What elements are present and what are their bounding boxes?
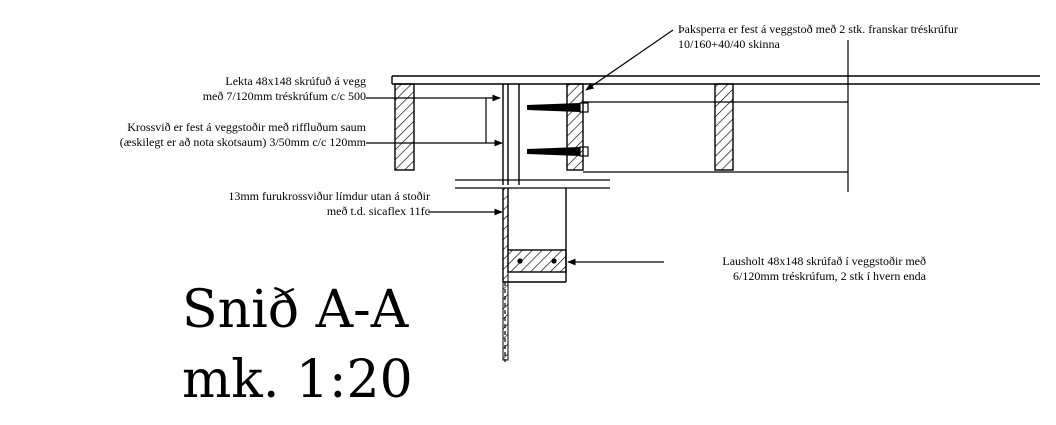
rafter-hatched-member [566, 83, 584, 171]
break-lines [455, 179, 610, 189]
note-rafter: Þaksperra er fest á veggstoð með 2 stk. … [678, 22, 958, 52]
note-pine-plywood: 13mm furukrossviður límdur utan á stoðir… [228, 189, 430, 219]
leader-plywood-nailing [366, 98, 503, 147]
note-pine-plywood-line1: 13mm furukrossviður límdur utan á stoðir [228, 189, 430, 203]
blocking-hatched-member [714, 83, 734, 171]
note-loose-member: Lausholt 48x148 skrúfað í veggstoðir með… [722, 254, 926, 284]
leader-rafter [585, 29, 674, 91]
note-plywood-nailing-line2: (æskilegt er að nota skotsaum) 3/50mm c/… [119, 135, 366, 149]
screw-upper [527, 102, 589, 113]
note-loose-member-line2: 6/120mm tréskrúfum, 2 stk í hvern enda [733, 269, 926, 283]
batten-hatched-member [394, 83, 415, 171]
note-plywood-nailing: Krossvið er fest á veggstoðir með rifflu… [120, 120, 366, 150]
drawing-scale: mk. 1:20 [182, 350, 413, 410]
ceiling-beam [391, 75, 1040, 85]
note-plywood-nailing-line1: Krossvið er fest á veggstoðir með rifflu… [127, 120, 366, 134]
note-batten-line1: Lekta 48x148 skrúfuð á vegg [225, 74, 366, 88]
note-batten-line2: með 7/120mm tréskrúfum c/c 500 [202, 89, 366, 103]
note-rafter-line2: 10/160+40/40 skinna [678, 37, 780, 51]
drawing-title: Snið A-A [182, 280, 409, 340]
screw-lower [527, 146, 589, 157]
wall-stud-upper [502, 84, 520, 185]
note-batten: Lekta 48x148 skrúfuð á vegg með 7/120mm … [203, 74, 366, 104]
note-pine-plywood-line2: með t.d. sicaflex 11fc [326, 204, 430, 218]
loose-member-hatched [507, 249, 567, 273]
loose-member-screws [517, 258, 557, 264]
note-rafter-line1: Þaksperra er fest á veggstoð með 2 stk. … [678, 22, 958, 36]
note-loose-member-line1: Lausholt 48x148 skrúfað í veggstoðir með [722, 254, 926, 268]
